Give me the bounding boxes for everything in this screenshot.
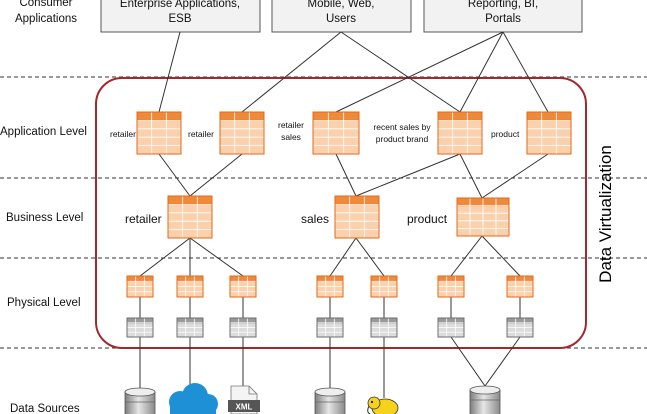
app-table-recent-sales-label-line1: recent sales by	[373, 122, 431, 132]
physical-table-2	[176, 275, 204, 298]
app-table-recent-sales-label-line2: product brand	[376, 134, 429, 144]
consumer-mobile-line2: Users	[326, 13, 356, 25]
physical-table-7	[506, 275, 534, 298]
app-table-retailer-sales-label-line2: sales	[281, 132, 301, 142]
consumer-enterprise-line1: Enterprise Applications,	[120, 0, 240, 10]
database-icon-2	[314, 387, 346, 414]
consumer-mobile: Mobile, Web, Users	[271, 0, 412, 33]
physical-grey-table-7	[506, 317, 534, 338]
business-table-sales-label: sales	[301, 212, 329, 226]
physical-table-6	[437, 275, 465, 298]
consumer-level-label-line1: Consumer	[19, 0, 72, 9]
physical-grey-table-6	[437, 317, 465, 338]
app-table-retailer-sales-label-line1: retailer	[278, 120, 304, 130]
database-icon-1	[124, 387, 156, 414]
cloud-icon	[169, 383, 218, 414]
app-table-product-label: product	[491, 129, 520, 139]
app-table-recent-sales	[437, 111, 483, 155]
app-table-retailer-2-label: retailer	[188, 129, 214, 139]
xml-file-icon: XML	[228, 385, 260, 414]
consumer-enterprise-line2: ESB	[168, 13, 191, 25]
physical-table-1	[126, 275, 154, 298]
database-icon-3	[469, 385, 501, 414]
app-table-retailer-1	[136, 111, 182, 155]
physical-table-3	[229, 275, 257, 298]
business-table-sales	[334, 195, 380, 239]
business-table-retailer	[167, 195, 213, 239]
business-table-product-label: product	[407, 212, 448, 226]
consumer-reporting-line1: Reporting, BI,	[468, 0, 538, 10]
app-table-product	[526, 111, 572, 155]
sources-layer: XML	[124, 383, 501, 414]
data-virtualization-container	[95, 77, 587, 349]
business-level-label: Business Level	[6, 212, 83, 224]
xml-file-label: XML	[236, 403, 253, 412]
physical-grey-table-4	[316, 317, 344, 338]
data-virtualization-title: Data Virtualization	[596, 145, 615, 283]
physical-grey-table-1	[126, 317, 154, 338]
consumer-mobile-line1: Mobile, Web,	[308, 0, 375, 10]
physical-level-label: Physical Level	[7, 297, 81, 309]
business-table-retailer-label: retailer	[125, 212, 162, 226]
app-table-retailer-1-label: retailer	[110, 129, 136, 139]
tables-layer	[126, 111, 572, 338]
hadoop-elephant-icon	[367, 396, 399, 414]
physical-grey-table-2	[176, 317, 204, 338]
business-table-product	[456, 197, 510, 237]
connector-lines	[139, 31, 549, 398]
physical-grey-table-3	[229, 317, 257, 338]
consumer-enterprise: Enterprise Applications, ESB	[100, 0, 261, 33]
consumer-level-label-line2: Applications	[15, 13, 77, 25]
physical-table-4	[316, 275, 344, 298]
application-level-label: Application Level	[0, 126, 87, 138]
physical-grey-table-5	[370, 317, 398, 338]
physical-table-5	[370, 275, 398, 298]
consumer-reporting-line2: Portals	[485, 13, 521, 25]
consumer-reporting: Reporting, BI, Portals	[423, 0, 583, 33]
app-table-retailer-sales	[312, 111, 360, 155]
data-sources-label: Data Sources	[10, 403, 80, 414]
app-table-retailer-2	[219, 111, 265, 155]
